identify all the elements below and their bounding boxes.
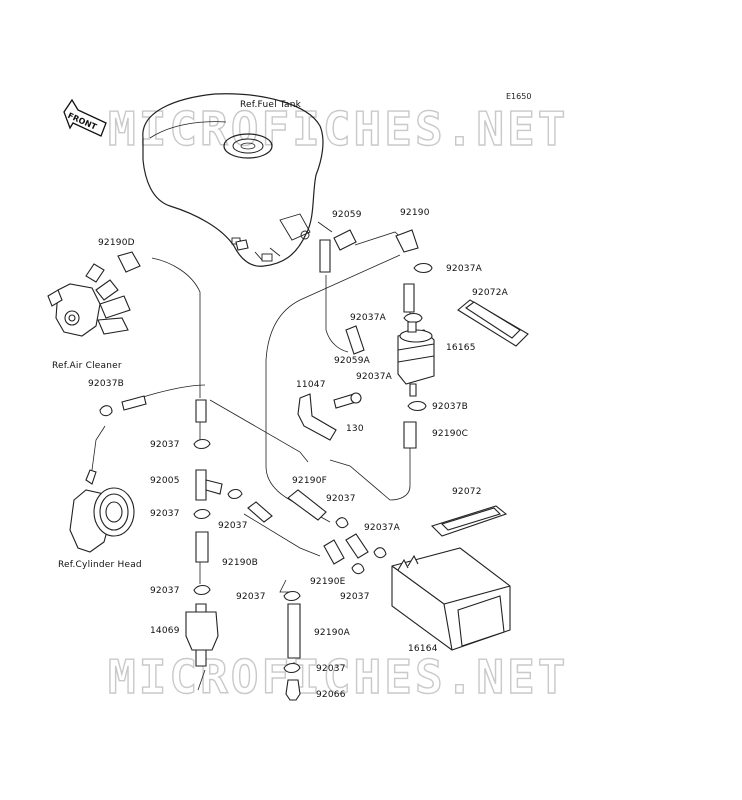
part-label-92037-7: 92037 bbox=[340, 592, 370, 602]
ref-fuel-tank-label: Ref.Fuel Tank bbox=[240, 100, 302, 110]
part-label-16165: 16165 bbox=[446, 343, 476, 353]
part-label-92072: 92072 bbox=[452, 487, 482, 497]
part-label-11047: 11047 bbox=[296, 380, 326, 390]
part-label-92005: 92005 bbox=[150, 476, 180, 486]
part-label-92037-1: 92037 bbox=[150, 440, 180, 450]
ref-cylinder-head-label: Ref.Cylinder Head bbox=[58, 560, 142, 570]
part-label-92037A-2: 92037A bbox=[350, 313, 386, 323]
cylinder-head-icon bbox=[69, 469, 135, 553]
part-label-92037-3: 92037 bbox=[150, 509, 180, 519]
part-label-92037B-2: 92037B bbox=[432, 402, 469, 412]
hose-92059 bbox=[333, 229, 357, 251]
part-label-92037A-1: 92037A bbox=[446, 264, 482, 274]
part-label-92072A: 92072A bbox=[472, 288, 508, 298]
part-label-92037-8: 92037 bbox=[316, 664, 346, 674]
part-label-92190C: 92190C bbox=[432, 429, 469, 439]
part-label-92037A-3: 92037A bbox=[356, 372, 392, 382]
part-label-92059A: 92059A bbox=[334, 356, 370, 366]
bracket-92072-icon bbox=[430, 505, 508, 537]
canister-16165-icon bbox=[397, 321, 435, 397]
fuel-tank-icon bbox=[142, 93, 324, 267]
part-label-92037A-4: 92037A bbox=[364, 523, 400, 533]
part-label-92037-4: 92037 bbox=[218, 521, 248, 531]
part-label-92190E: 92190E bbox=[310, 577, 346, 587]
bracket-11047-icon bbox=[297, 392, 362, 441]
part-label-92190A: 92190A bbox=[314, 628, 350, 638]
part-label-92059: 92059 bbox=[332, 210, 362, 220]
part-label-92190F: 92190F bbox=[292, 476, 328, 486]
part-label-92066: 92066 bbox=[316, 690, 346, 700]
part-label-92190: 92190 bbox=[400, 208, 430, 218]
part-label-14069: 14069 bbox=[150, 626, 180, 636]
part-label-92190D: 92190D bbox=[98, 238, 135, 248]
part-label-92037B-1: 92037B bbox=[88, 379, 125, 389]
part-label-92037-6: 92037 bbox=[236, 592, 266, 602]
watermark-bottom: MICROFICHES.NET bbox=[107, 650, 569, 704]
watermark-top: MICROFICHES.NET bbox=[107, 102, 569, 156]
ref-air-cleaner-label: Ref.Air Cleaner bbox=[52, 361, 122, 371]
air-cleaner-valve-icon bbox=[47, 263, 131, 337]
part-label-92037-2: 92037 bbox=[326, 494, 356, 504]
canister-16164-icon bbox=[391, 547, 511, 651]
front-arrow-icon bbox=[63, 98, 107, 137]
bracket-92072A-icon bbox=[457, 299, 529, 347]
diagram-code: E1650 bbox=[506, 92, 532, 101]
part-label-92037-5: 92037 bbox=[150, 586, 180, 596]
part-label-130: 130 bbox=[346, 424, 364, 434]
part-label-16164: 16164 bbox=[408, 644, 438, 654]
fuel-filter-icon bbox=[185, 603, 219, 667]
part-label-92190B: 92190B bbox=[222, 558, 259, 568]
